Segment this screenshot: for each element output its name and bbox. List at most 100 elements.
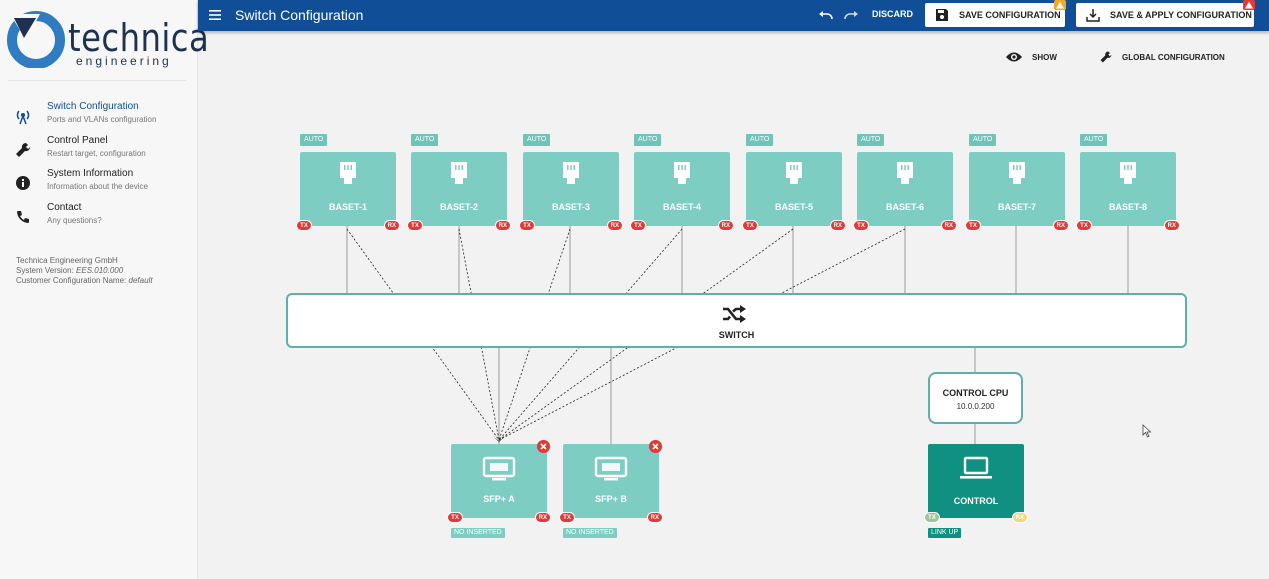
discard-button[interactable]: DISCARD: [872, 9, 914, 19]
ethernet-port-icon: [786, 162, 802, 184]
save-configuration-button[interactable]: SAVE CONFIGURATION: [925, 0, 1066, 27]
brand-subtitle: engineering: [76, 54, 172, 68]
port-card[interactable]: BASET-4: [634, 152, 730, 226]
monitor-icon: [594, 456, 628, 481]
page-title: Switch Configuration: [235, 7, 364, 23]
port-mode-badge[interactable]: AUTO: [1080, 134, 1108, 146]
port-label: BASET-2: [439, 202, 478, 212]
technica-logo-icon: [7, 11, 65, 68]
tx-indicator: TX: [447, 512, 463, 523]
sidebar: technica engineering Switch Configuratio…: [0, 0, 209, 579]
port-card[interactable]: BASET-8: [1080, 152, 1176, 226]
phone-icon: [17, 211, 29, 223]
button-label: SHOW: [1032, 53, 1057, 62]
sidebar-item-contact[interactable]: Contact Any questions?: [0, 202, 198, 232]
control-card[interactable]: CONTROL: [928, 444, 1024, 518]
switch-block[interactable]: SWITCH: [286, 293, 1187, 348]
tx-indicator: TX: [742, 220, 758, 231]
button-label: SAVE CONFIGURATION: [959, 10, 1061, 20]
company-name: Technica Engineering GmbH: [16, 256, 118, 265]
sidebar-item-switch-configuration[interactable]: Switch Configuration Ports and VLANs con…: [0, 101, 198, 131]
ethernet-port-icon: [1009, 162, 1025, 184]
port-label: BASET-7: [997, 202, 1036, 212]
sfp-card[interactable]: SFP+ B: [563, 444, 659, 518]
redo-icon[interactable]: [843, 8, 859, 22]
rx-indicator: RX: [606, 220, 623, 231]
port-card[interactable]: BASET-5: [746, 152, 842, 226]
button-label: SAVE & APPLY CONFIGURATION: [1110, 10, 1252, 20]
wrench-icon: [1100, 51, 1112, 63]
port-mode-badge[interactable]: AUTO: [969, 134, 997, 146]
rx-indicator: RX: [534, 512, 551, 523]
control-cpu-block[interactable]: CONTROL CPU 10.0.0.200: [928, 372, 1023, 424]
control-port: CONTROL TX RX LINK UP: [924, 444, 1028, 540]
tx-indicator: TX: [630, 220, 646, 231]
port-label: BASET-6: [885, 202, 924, 212]
port-card[interactable]: BASET-7: [969, 152, 1065, 226]
antenna-icon: [16, 110, 30, 125]
save-icon: [936, 9, 948, 21]
port-label: BASET-8: [1108, 202, 1147, 212]
port-label: BASET-3: [551, 202, 590, 212]
divider: [8, 80, 186, 81]
rx-indicator: RX: [717, 220, 734, 231]
port-card[interactable]: BASET-2: [411, 152, 507, 226]
undo-icon[interactable]: [818, 8, 834, 22]
tx-indicator: TX: [407, 220, 423, 231]
remove-icon[interactable]: [649, 440, 662, 453]
sidebar-item-label: System Information: [47, 168, 134, 179]
tx-indicator: TX: [924, 512, 940, 523]
sfp-card[interactable]: SFP+ A: [451, 444, 547, 518]
control-label: CONTROL: [953, 496, 999, 506]
sidebar-item-system-information[interactable]: System Information Information about the…: [0, 168, 198, 198]
tx-indicator: TX: [296, 220, 312, 231]
ethernet-port-icon: [897, 162, 913, 184]
save-and-apply-configuration-button[interactable]: SAVE & APPLY CONFIGURATION: [1076, 0, 1255, 27]
port-label: BASET-5: [774, 202, 813, 212]
cpu-ip-address: 10.0.0.200: [956, 402, 995, 411]
tx-indicator: TX: [965, 220, 981, 231]
rx-indicator: RX: [1011, 512, 1028, 523]
port-card[interactable]: BASET-1: [300, 152, 396, 226]
ethernet-port-icon: [563, 162, 579, 184]
sidebar-item-description: Any questions?: [47, 216, 102, 225]
port-mode-badge[interactable]: AUTO: [857, 134, 885, 146]
port-label: BASET-1: [328, 202, 367, 212]
rx-indicator: RX: [940, 220, 957, 231]
port-card[interactable]: BASET-3: [523, 152, 619, 226]
logo: technica engineering: [6, 8, 209, 70]
sidebar-item-label: Control Panel: [47, 135, 108, 146]
link-status-badge: LINK UP: [928, 528, 962, 538]
rx-indicator: RX: [829, 220, 846, 231]
laptop-icon: [960, 456, 992, 479]
button-label: GLOBAL CONFIGURATION: [1122, 53, 1225, 62]
switch-label: SWITCH: [718, 330, 755, 340]
port-mode-badge[interactable]: AUTO: [523, 134, 551, 146]
remove-icon[interactable]: [537, 440, 550, 453]
system-version: System Version: EES.010.000: [16, 266, 124, 275]
sfp-status-badge: NO INSERTED: [451, 528, 505, 538]
system-info: Technica Engineering GmbH System Version…: [16, 256, 153, 286]
port-mode-badge[interactable]: AUTO: [411, 134, 439, 146]
global-configuration-button[interactable]: GLOBAL CONFIGURATION: [1093, 44, 1243, 70]
ethernet-port-icon: [674, 162, 690, 184]
port-mode-badge[interactable]: AUTO: [634, 134, 662, 146]
tx-indicator: TX: [853, 220, 869, 231]
cpu-title: CONTROL CPU: [942, 388, 1009, 398]
error-icon: [1243, 0, 1255, 10]
rx-indicator: RX: [1052, 220, 1069, 231]
sidebar-item-label: Switch Configuration: [47, 101, 139, 112]
rx-indicator: RX: [494, 220, 511, 231]
sidebar-item-control-panel[interactable]: Control Panel Restart target, configurat…: [0, 135, 198, 165]
tx-indicator: TX: [559, 512, 575, 523]
port-mode-badge[interactable]: AUTO: [300, 134, 328, 146]
menu-icon[interactable]: [208, 8, 222, 22]
port-card[interactable]: BASET-6: [857, 152, 953, 226]
ethernet-port-icon: [451, 162, 467, 184]
show-button[interactable]: SHOW: [988, 44, 1076, 70]
port-mode-badge[interactable]: AUTO: [746, 134, 774, 146]
monitor-icon: [482, 456, 516, 481]
